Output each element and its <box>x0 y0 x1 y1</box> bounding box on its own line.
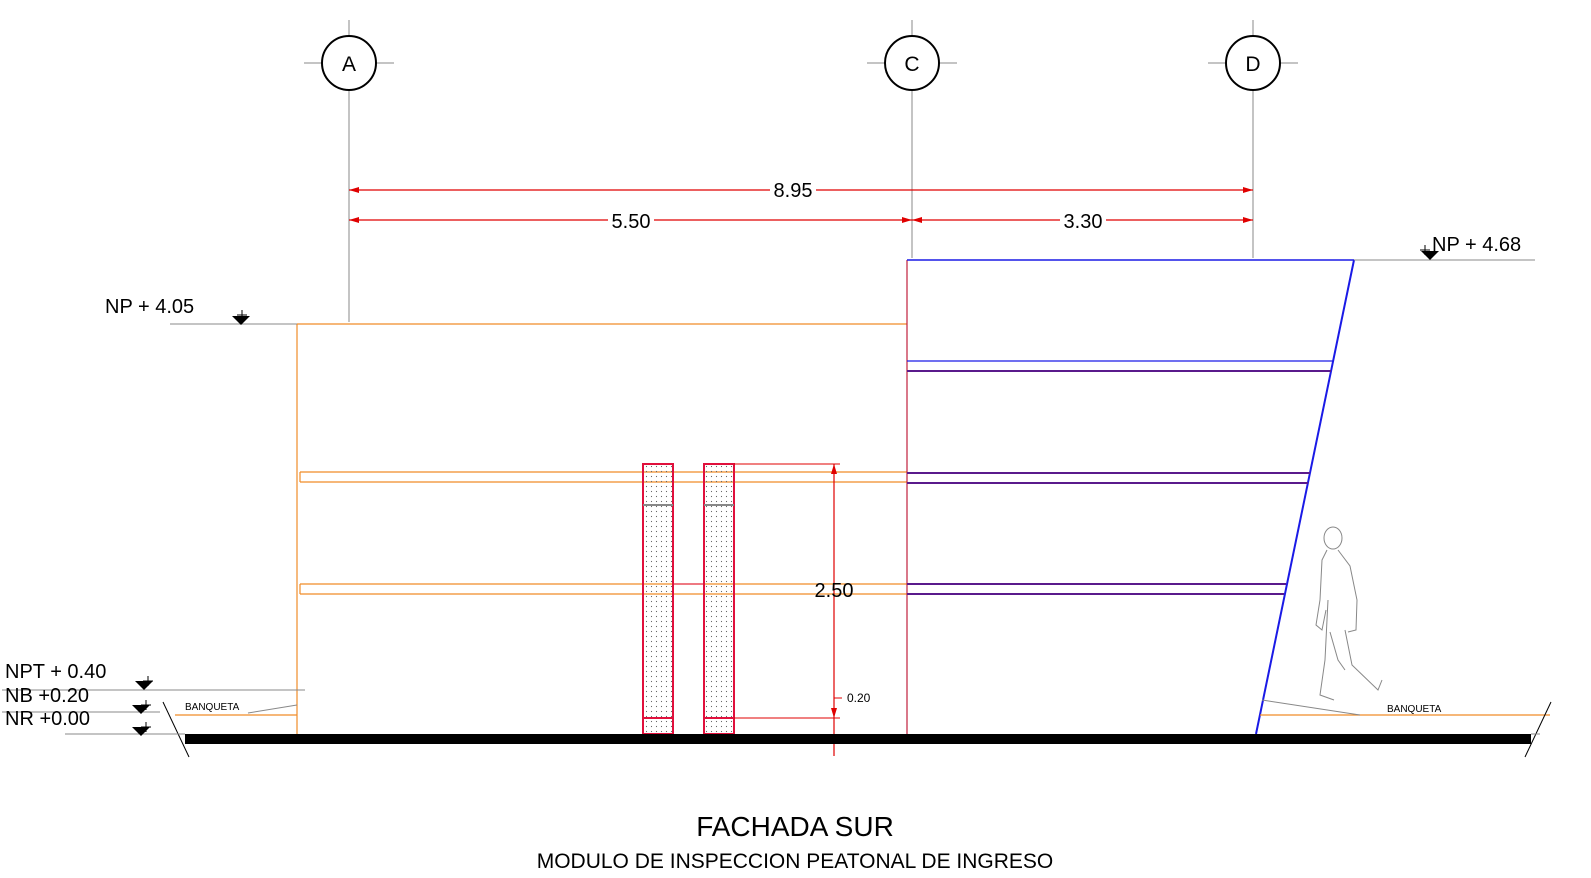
dimension-total-text: 8.95 <box>774 180 813 202</box>
dimension-base: 0.20 <box>734 691 871 756</box>
axis-bubble-c: C <box>867 35 957 91</box>
ground-line <box>65 701 1552 758</box>
left-wall <box>175 323 907 734</box>
axis-label-c: C <box>904 53 919 76</box>
drawing-subtitle: MODULO DE INSPECCION PEATONAL DE INGRESO <box>537 850 1054 873</box>
banqueta-right-label: BANQUETA <box>1387 704 1442 715</box>
ramp-left <box>247 704 298 714</box>
dimension-span-ac: 5.50 <box>349 211 912 233</box>
dimension-span-cd: 3.30 <box>912 211 1253 233</box>
level-marker-npt: NPT + 0.40 <box>2 661 305 691</box>
level-np-right-text: NP + 4.68 <box>1432 234 1521 256</box>
level-marker-np-left: NP + 4.05 <box>105 296 250 325</box>
axis-bubble-d: D <box>1208 35 1298 91</box>
level-nr-text: NR +0.00 <box>5 708 90 730</box>
axis-lines <box>348 20 1254 322</box>
banqueta-left-label: BANQUETA <box>185 702 240 713</box>
right-module <box>906 259 1550 735</box>
dimension-span-cd-text: 3.30 <box>1064 211 1103 233</box>
column-left <box>642 463 674 735</box>
ramp-right <box>1261 699 1361 716</box>
dimension-base-text: 0.20 <box>847 691 871 705</box>
dimension-height-text: 2.50 <box>815 580 854 602</box>
level-np-left-text: NP + 4.05 <box>105 296 194 318</box>
drawing-title: FACHADA SUR <box>696 811 894 842</box>
level-npt-text: NPT + 0.40 <box>5 661 106 683</box>
level-marker-np-right: NP + 4.68 <box>1420 234 1521 260</box>
dimension-span-ac-text: 5.50 <box>612 211 651 233</box>
human-figure <box>1315 526 1383 701</box>
dimension-total: 8.95 <box>349 180 1253 202</box>
axis-label-d: D <box>1245 53 1260 76</box>
level-marker-nb: NB +0.20 <box>2 685 160 714</box>
level-nb-text: NB +0.20 <box>5 685 89 707</box>
axis-label-a: A <box>342 53 356 76</box>
column-right <box>703 463 735 735</box>
level-marker-nr: NR +0.00 <box>5 708 151 736</box>
axis-bubble-a: A <box>304 35 394 91</box>
dimension-height: 2.50 <box>734 463 854 719</box>
